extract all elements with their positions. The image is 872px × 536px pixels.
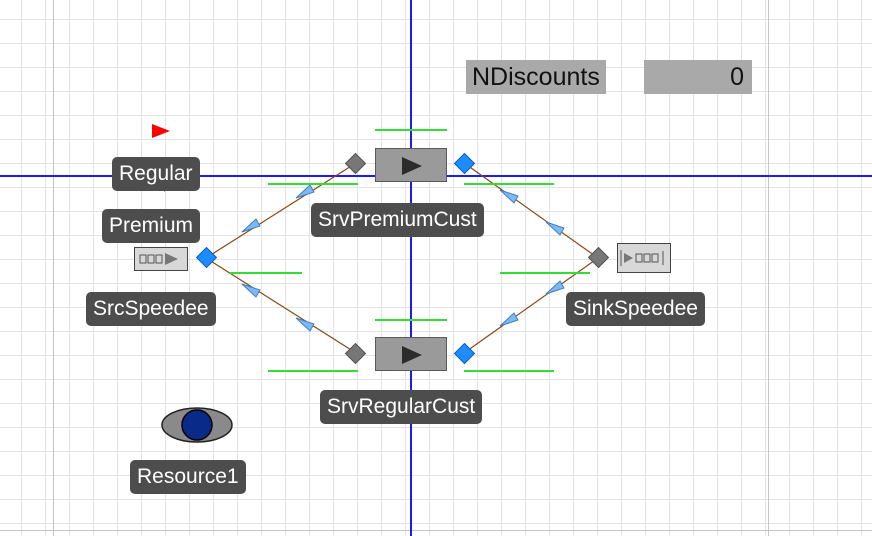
entity-label-regular[interactable]: Regular	[112, 157, 200, 191]
grid-major-line	[53, 0, 54, 536]
queue-line	[464, 183, 554, 185]
play-icon	[402, 346, 422, 364]
entity-triangle-icon[interactable]	[151, 123, 171, 139]
sink-label[interactable]: SinkSpeedee	[566, 292, 705, 326]
queue-line	[230, 272, 302, 274]
resource-eye-icon[interactable]	[160, 405, 234, 445]
source-label[interactable]: SrcSpeedee	[86, 292, 216, 326]
resource-label[interactable]: Resource1	[130, 460, 246, 494]
sink-icon[interactable]	[617, 243, 671, 273]
axis-vertical	[410, 0, 412, 536]
path-arrow	[545, 280, 565, 295]
queue-line	[464, 370, 554, 372]
server-regular[interactable]	[375, 337, 447, 371]
queue-line	[375, 129, 447, 131]
source-icon[interactable]	[134, 247, 188, 271]
path-arrow	[241, 283, 261, 298]
play-icon	[402, 157, 422, 175]
queue-line	[500, 272, 590, 274]
queue-line	[268, 370, 358, 372]
entity-label-premium[interactable]: Premium	[102, 209, 201, 243]
queue-line	[375, 319, 447, 321]
path-arrow	[545, 221, 565, 236]
grid-major-line	[0, 530, 872, 531]
path-arrow	[295, 184, 315, 199]
status-label-ndiscounts[interactable]: NDiscounts	[466, 60, 606, 94]
grid-major-line	[768, 0, 769, 536]
status-value-ndiscounts[interactable]: 0	[644, 60, 752, 94]
path-arrow	[499, 189, 519, 204]
path-src-to-premium	[205, 162, 357, 259]
server-regular-label[interactable]: SrvRegularCust	[320, 390, 483, 424]
queue-line	[268, 183, 358, 185]
path-arrow	[241, 218, 261, 233]
path-arrow	[499, 312, 519, 327]
path-premium-to-sink	[463, 162, 599, 259]
server-premium[interactable]	[375, 148, 447, 182]
server-premium-label[interactable]: SrvPremiumCust	[311, 203, 484, 237]
path-arrow	[295, 317, 315, 332]
